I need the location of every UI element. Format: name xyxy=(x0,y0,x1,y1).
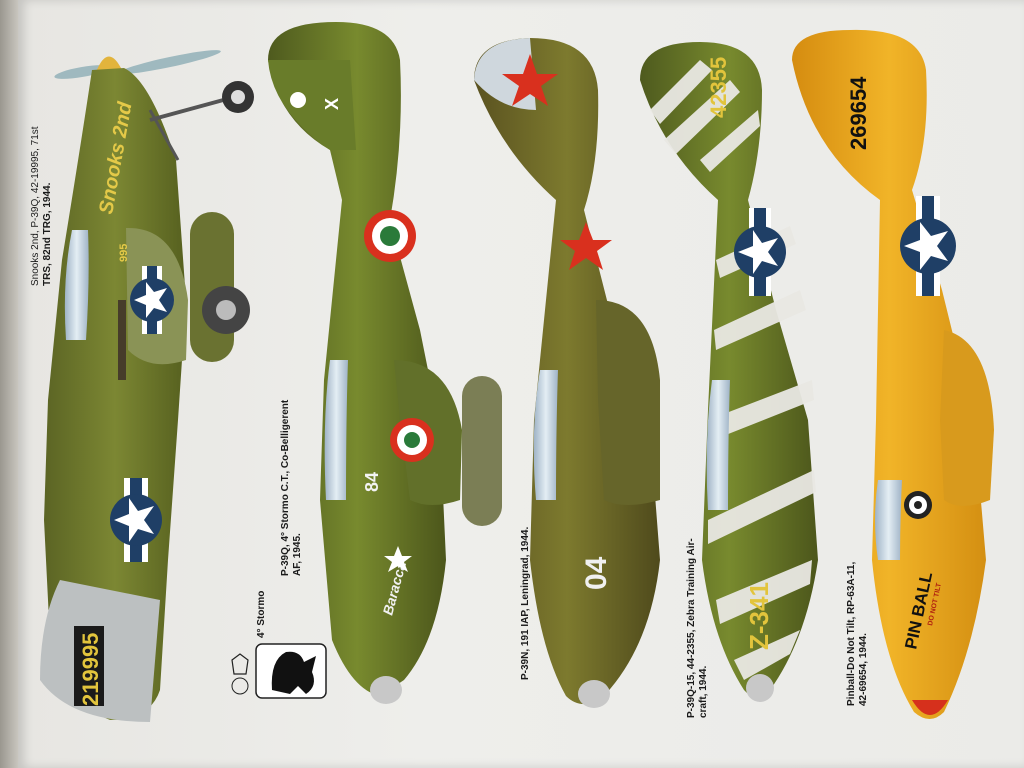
italian-roundel-fuselage xyxy=(364,210,416,262)
caption-plane4: P-39Q-15, 44-2355, Zebra Training Air- c… xyxy=(686,538,709,718)
caption-plane5: Pinball-Do Not Tilt, RP-63A-11, 42-69654… xyxy=(846,561,869,706)
plane1-small-code: 995 xyxy=(118,244,130,262)
prancing-horse-icon xyxy=(271,651,316,694)
aircraft-4-stormo: X 84 Baracca xyxy=(268,22,502,704)
caption-plane2: P-39Q, 4° Stormo C.T., Co-Belligerent AF… xyxy=(280,399,303,576)
crown-icon xyxy=(231,653,249,675)
plane4-code: Z-341 xyxy=(744,582,774,650)
plane1-tail-serial: 219995 xyxy=(78,633,103,706)
aircraft-pinball: 269654 PIN BALL DO NOT TILT xyxy=(792,29,994,719)
plane3-code: 04 xyxy=(580,556,613,590)
soviet-star-fuselage xyxy=(560,222,612,270)
plane2-tail-letter: X xyxy=(322,98,342,110)
aircraft-191-iap: 04 xyxy=(474,38,660,708)
cavallino-badge xyxy=(290,92,306,108)
plane4-tail-serial: 42355 xyxy=(706,57,731,118)
page-gutter xyxy=(0,0,22,768)
emblem-title: 4° Stormo xyxy=(256,590,267,638)
plane2-code: 84 xyxy=(362,472,382,492)
italian-roundel-wing xyxy=(390,418,434,462)
soviet-star-tail xyxy=(502,54,558,106)
caption-plane3: P-39N, 191 IAP, Leningrad, 1944. xyxy=(520,526,531,680)
aircraft-zebra: 42355 Z-341 xyxy=(640,42,818,702)
caption-plane1: Snooks 2nd, P-39Q, 42-19995, 71st TRS, 8… xyxy=(30,126,53,286)
4-stormo-emblem xyxy=(231,643,327,699)
plane5-tail-serial: 269654 xyxy=(846,76,871,150)
aircraft-snooks-2nd: 219995 Snooks 2nd 995 xyxy=(40,50,254,722)
